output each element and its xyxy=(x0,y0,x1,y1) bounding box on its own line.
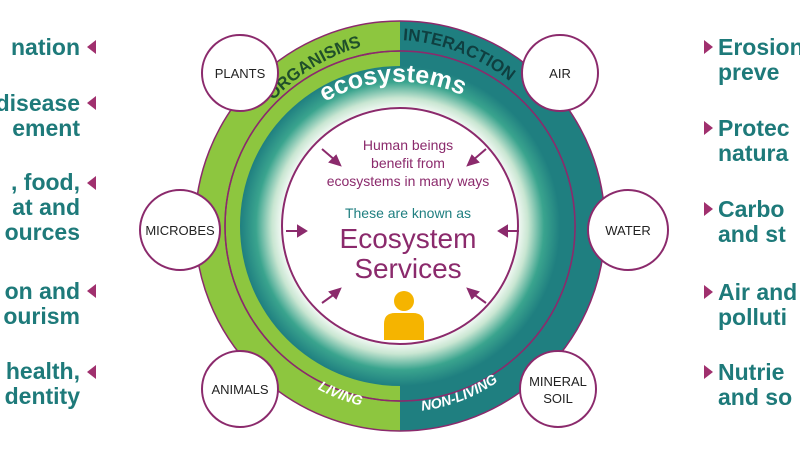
right-service-1: Erosion preve xyxy=(718,35,800,85)
left-service-3-line-3: ources xyxy=(4,219,80,245)
left-arrow-5-icon xyxy=(87,365,96,379)
left-service-3-line-1: , food, xyxy=(11,169,80,195)
right-arrow-1-icon xyxy=(704,40,713,54)
person-icon xyxy=(384,291,424,340)
right-arrow-5-icon xyxy=(704,365,713,379)
center-line-1: Human beings xyxy=(363,137,453,153)
center-line-4: These are known as xyxy=(345,205,471,221)
left-service-4-line-2: ourism xyxy=(3,303,80,329)
left-service-3: , food, at and ources xyxy=(5,170,80,245)
center-line-2: benefit from xyxy=(371,155,445,171)
right-service-3: Carbo and st xyxy=(718,197,786,247)
right-service-4: Air and polluti xyxy=(718,280,797,330)
node-animals: ANIMALS xyxy=(201,350,279,428)
node-animals-label: ANIMALS xyxy=(211,382,268,397)
right-service-1-line-1: Erosion xyxy=(718,34,800,60)
left-service-4: on and ourism xyxy=(3,279,80,329)
left-service-5-line-1: health, xyxy=(5,358,80,384)
right-service-3-line-2: and st xyxy=(718,221,786,247)
right-arrow-4-icon xyxy=(704,285,713,299)
left-service-5: health, dentity xyxy=(5,359,80,409)
left-service-1: nation xyxy=(11,35,80,60)
right-service-3-line-1: Carbo xyxy=(718,196,785,222)
right-service-5-line-1: Nutrie xyxy=(718,359,785,385)
node-water-label: WATER xyxy=(605,223,651,238)
right-service-2-line-1: Protec xyxy=(718,115,790,141)
left-arrow-3-icon xyxy=(87,176,96,190)
center-circle xyxy=(281,107,519,345)
right-service-4-line-2: polluti xyxy=(718,304,787,330)
node-plants: PLANTS xyxy=(201,34,279,112)
left-service-2-line-1: disease xyxy=(0,90,80,116)
left-service-3-line-2: at and xyxy=(12,194,80,220)
node-air-label: AIR xyxy=(549,66,571,81)
node-microbes-label: MICROBES xyxy=(145,223,215,238)
center-title-1: Ecosystem xyxy=(340,223,477,254)
right-service-2-line-2: natura xyxy=(718,140,789,166)
right-service-2: Protec natura xyxy=(718,116,790,166)
left-arrow-1-icon xyxy=(87,40,96,54)
left-service-1-line-1: nation xyxy=(11,34,80,60)
left-service-2-line-2: ement xyxy=(12,115,80,141)
center-title-2: Services xyxy=(354,253,461,284)
left-service-4-line-1: on and xyxy=(4,278,80,304)
left-arrow-2-icon xyxy=(87,96,96,110)
center-line-3: ecosystems in many ways xyxy=(327,173,490,189)
right-service-4-line-1: Air and xyxy=(718,279,798,305)
right-service-5: Nutrie and so xyxy=(718,360,792,410)
node-microbes: MICROBES xyxy=(139,189,221,271)
node-plants-label: PLANTS xyxy=(215,66,266,81)
left-service-5-line-2: dentity xyxy=(4,383,80,409)
left-arrow-4-icon xyxy=(87,284,96,298)
node-mineral-soil: MINERAL SOIL xyxy=(519,350,597,428)
node-soil-label: SOIL xyxy=(543,391,573,406)
inward-arrows xyxy=(286,148,519,304)
node-air: AIR xyxy=(521,34,599,112)
right-service-5-line-2: and so xyxy=(718,384,793,410)
right-arrow-3-icon xyxy=(704,202,713,216)
right-service-1-line-2: preve xyxy=(718,59,780,85)
left-service-2: disease ement xyxy=(0,91,80,141)
right-arrow-2-icon xyxy=(704,121,713,135)
node-water: WATER xyxy=(587,189,669,271)
node-mineral-label: MINERAL xyxy=(529,374,587,389)
